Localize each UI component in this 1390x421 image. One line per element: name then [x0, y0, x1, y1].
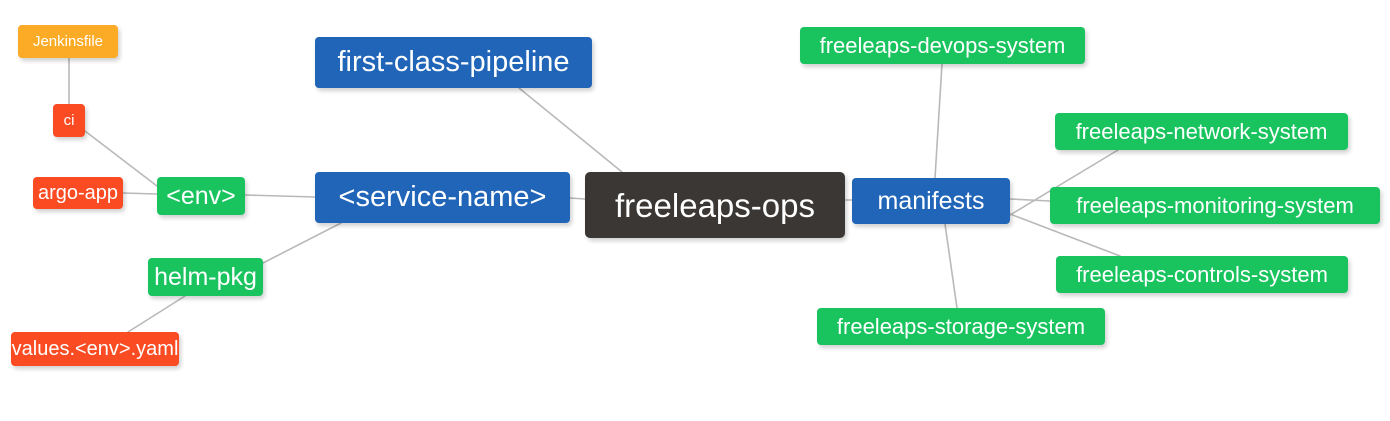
node-label-freeleaps-ops: freeleaps-ops	[615, 186, 815, 224]
node-label-argo-app: argo-app	[37, 182, 119, 204]
node-network-system[interactable]: freeleaps-network-system	[1055, 113, 1348, 150]
node-label-devops-system: freeleaps-devops-system	[819, 32, 1066, 58]
node-label-controls-system: freeleaps-controls-system	[1076, 261, 1328, 287]
node-label-manifests: manifests	[877, 186, 985, 215]
node-devops-system[interactable]: freeleaps-devops-system	[800, 27, 1085, 64]
edge-manifests-to-devops-system	[934, 63, 943, 179]
node-label-env: <env>	[166, 181, 236, 210]
node-helm-pkg[interactable]: helm-pkg	[148, 258, 263, 296]
edge-service-name-to-freeleaps-ops	[569, 197, 586, 200]
node-first-class-pipeline[interactable]: first-class-pipeline	[315, 37, 592, 88]
edge-values-yaml-to-helm-pkg	[127, 295, 186, 333]
edge-env-to-service-name	[244, 194, 316, 198]
node-service-name[interactable]: <service-name>	[315, 172, 570, 223]
node-label-values-yaml: values.<env>.yaml	[11, 338, 179, 360]
node-label-service-name: <service-name>	[338, 181, 547, 213]
node-ci[interactable]: ci	[53, 104, 85, 137]
node-label-monitoring-system: freeleaps-monitoring-system	[1076, 192, 1354, 218]
edge-helm-pkg-to-service-name	[262, 222, 342, 264]
edge-manifests-to-monitoring-system	[1009, 198, 1051, 202]
node-label-first-class-pipeline: first-class-pipeline	[337, 46, 570, 78]
node-storage-system[interactable]: freeleaps-storage-system	[817, 308, 1105, 345]
node-values-yaml[interactable]: values.<env>.yaml	[11, 332, 179, 366]
edge-manifests-to-storage-system	[944, 223, 958, 309]
node-manifests[interactable]: manifests	[852, 178, 1010, 224]
node-controls-system[interactable]: freeleaps-controls-system	[1056, 256, 1348, 293]
node-jenkinsfile[interactable]: Jenkinsfile	[18, 25, 118, 58]
node-argo-app[interactable]: argo-app	[33, 177, 123, 209]
node-label-storage-system: freeleaps-storage-system	[836, 313, 1086, 339]
node-label-helm-pkg: helm-pkg	[154, 262, 257, 291]
node-freeleaps-ops[interactable]: freeleaps-ops	[585, 172, 845, 238]
node-env[interactable]: <env>	[157, 177, 245, 215]
node-label-network-system: freeleaps-network-system	[1075, 118, 1328, 144]
edge-argo-app-to-env	[122, 192, 158, 195]
node-label-ci: ci	[63, 112, 75, 129]
node-label-jenkinsfile: Jenkinsfile	[32, 33, 104, 50]
node-monitoring-system[interactable]: freeleaps-monitoring-system	[1050, 187, 1380, 224]
edge-first-class-pipeline-to-freeleaps-ops	[518, 87, 623, 173]
